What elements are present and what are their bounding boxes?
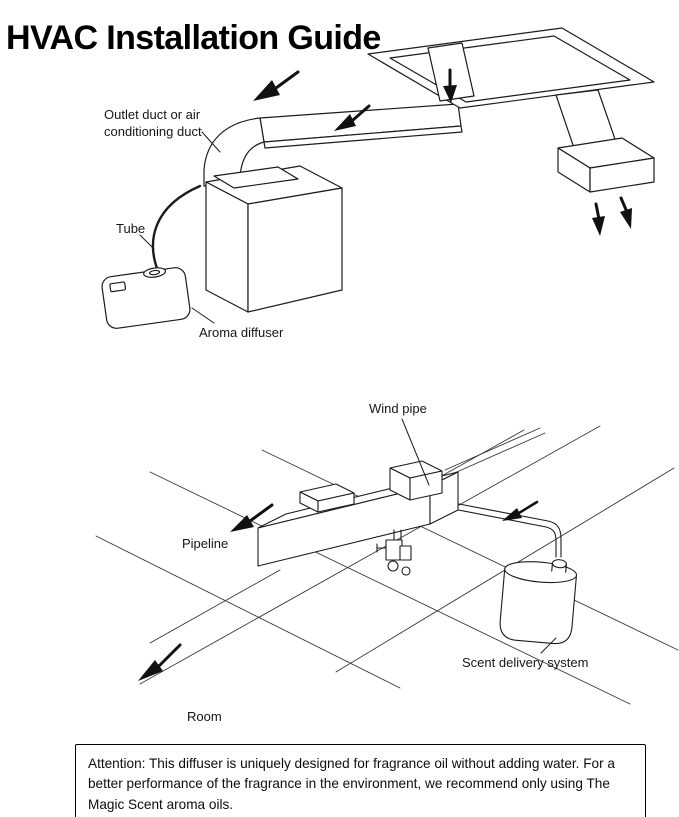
duct-elbow	[204, 118, 264, 186]
duct-network-drawing	[100, 28, 654, 330]
airflow-arrow	[334, 106, 369, 131]
label-pointer-lines-bottom	[402, 419, 556, 653]
airflow-arrow	[253, 72, 298, 101]
wind-pipe-unit	[390, 461, 442, 500]
tube-drawing	[153, 186, 200, 271]
aroma-diffuser-pointer-line	[192, 308, 214, 323]
room-installation-drawing	[96, 419, 678, 704]
scent-system-pointer-line	[541, 638, 556, 653]
plenum-box	[206, 166, 342, 312]
label-scent-delivery-system: Scent delivery system	[462, 655, 589, 670]
scent-pipe	[438, 500, 561, 557]
airflow-arrow	[620, 198, 632, 229]
pipeline-arrow	[230, 505, 272, 532]
label-pointer-lines	[140, 132, 220, 323]
label-room: Room	[187, 709, 222, 724]
injector-assembly	[377, 530, 411, 575]
pipe-flow-arrow	[502, 502, 537, 521]
ceiling-grid-lines	[96, 426, 678, 704]
main-duct	[260, 104, 462, 148]
room-arrow	[138, 645, 180, 681]
scent-bottle-drawing	[499, 555, 578, 645]
airflow-arrow	[443, 70, 457, 103]
page-title: HVAC Installation Guide	[6, 18, 381, 57]
attention-box: Attention: This diffuser is uniquely des…	[75, 744, 646, 817]
airflow-arrows-bottom	[138, 502, 537, 681]
wind-pipe-pointer-line	[402, 419, 429, 485]
aroma-diffuser-drawing	[100, 264, 191, 330]
label-aroma-diffuser: Aroma diffuser	[199, 325, 284, 340]
duct-top-box	[300, 484, 354, 512]
label-outlet-duct: Outlet duct or air conditioning duct	[104, 107, 202, 139]
airflow-arrows	[253, 70, 632, 236]
label-tube: Tube	[116, 221, 146, 236]
label-pipeline: Pipeline	[182, 536, 229, 551]
airflow-arrow	[592, 204, 605, 236]
attention-text: Attention: This diffuser is uniquely des…	[88, 756, 615, 812]
duct-loop	[368, 28, 654, 108]
label-wind-pipe: Wind pipe	[369, 401, 427, 416]
right-drop-duct	[556, 90, 616, 148]
tube-pointer-line	[140, 235, 154, 249]
outlet-end-duct	[558, 138, 654, 192]
outlet-duct-pointer-line	[202, 132, 220, 152]
